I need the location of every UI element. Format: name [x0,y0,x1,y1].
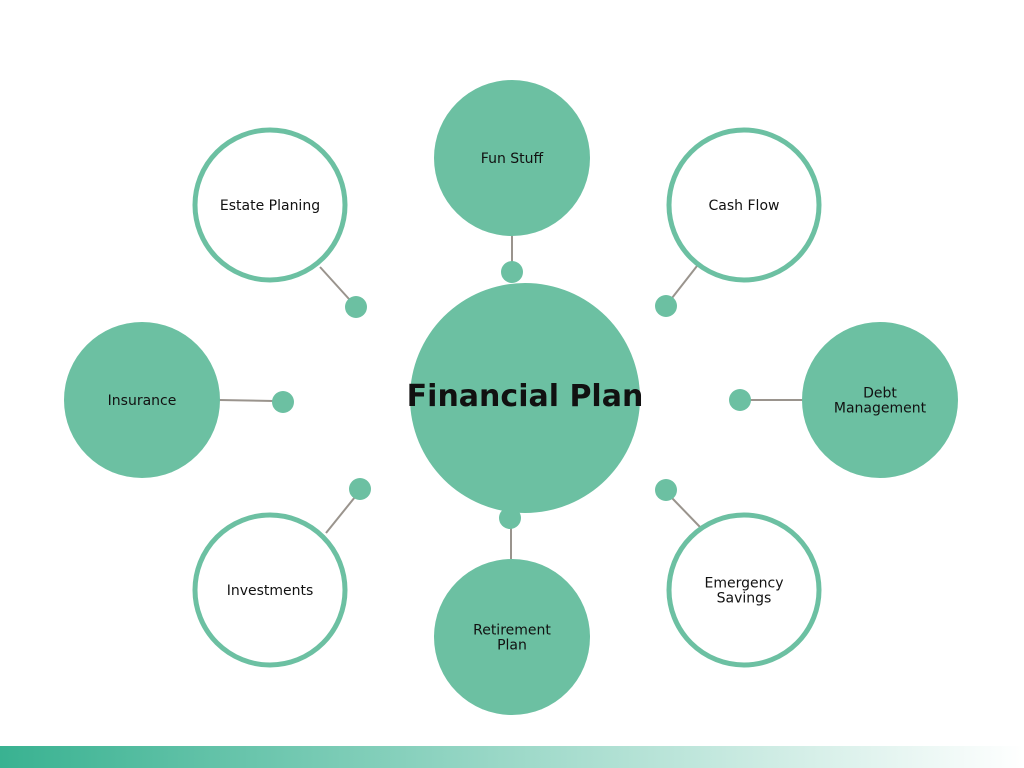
node-cash-flow: Cash Flow [666,127,822,283]
cash-flow-circle [666,127,822,283]
node-estate-planing: Estate Planing [192,127,348,283]
cash-flow-connector [671,265,698,299]
node-insurance: Insurance [64,322,220,478]
insurance-connector [218,399,275,402]
emergency-savings-connector [671,497,701,528]
investments-circle [192,512,348,668]
center-hub-circle [410,283,640,513]
estate-planing-connector [319,266,350,300]
investments-connector [325,496,356,534]
emergency-savings-circle [666,512,822,668]
investments-connector-dot [349,478,371,500]
debt-management-circle [802,322,958,478]
estate-planing-circle [192,127,348,283]
connector-dots [272,261,751,529]
insurance-circle [64,322,220,478]
insurance-label: Insurance [108,393,177,409]
node-investments: Investments [192,512,348,668]
estate-planing-connector-dot [345,296,367,318]
emergency-savings-connector-dot [655,479,677,501]
bottom-gradient-band [0,746,1024,768]
retirement-plan-circle [434,559,590,715]
connectors [218,236,803,559]
center-hub-title: Financial Plan [407,379,644,414]
investments-label: Investments [227,583,314,599]
insurance-connector-dot [272,391,294,413]
debt-management-connector-dot [729,389,751,411]
node-fun-stuff: Fun Stuff [434,80,590,236]
estate-planing-label: Estate Planing [220,198,320,214]
fun-stuff-circle [434,80,590,236]
fun-stuff-connector-dot [501,261,523,283]
cash-flow-connector-dot [655,295,677,317]
fun-stuff-label: Fun Stuff [481,151,544,167]
cash-flow-label: Cash Flow [709,198,780,214]
